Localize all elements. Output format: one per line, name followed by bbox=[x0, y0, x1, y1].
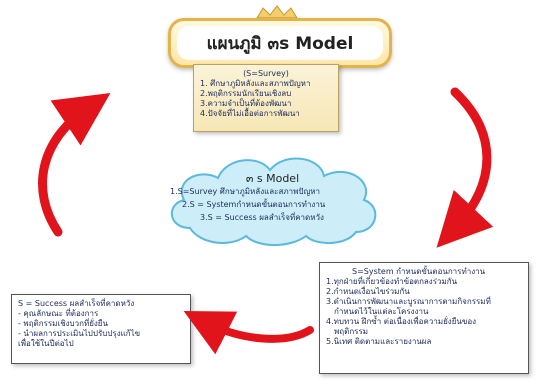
diagram-title: แผนภูมิ ๓s Model bbox=[177, 26, 383, 60]
success-item: - คุณลักษณะ ที่ต้องการ bbox=[18, 309, 99, 318]
survey-box: (S=Survey) 1. ศึกษาภูมิหลังและสภาพปัญหา … bbox=[193, 64, 339, 132]
cloud-line: 3.S = Success ผลสำเร็จที่คาดหวัง bbox=[200, 213, 324, 222]
cloud-shape bbox=[170, 157, 377, 246]
system-box: S=System กำหนดขั้นตอนการทำงาน 1.ทุกฝ่ายท… bbox=[319, 262, 529, 374]
system-item: 3.ดำเนินการพัฒนาและบูรณาการตามกิจกรรมที่ bbox=[326, 297, 491, 306]
title-banner: แผนภูมิ ๓s Model bbox=[168, 18, 392, 68]
survey-item: 4.ปัจจัยที่ไม่เอื้อต่อการพัฒนา bbox=[200, 109, 300, 118]
survey-item: 2.พฤติกรรมนักเรียนเชิงลบ bbox=[200, 89, 292, 98]
crown-ornament-icon bbox=[256, 5, 298, 19]
cloud-title: ๓ s Model bbox=[245, 172, 300, 185]
arrow-bottom-left bbox=[183, 311, 314, 355]
success-item: - พฤติกรรมเชิงบวกที่ยั่งยืน bbox=[18, 319, 108, 328]
system-item: 5.นิเทศ ติดตามและรายงานผล bbox=[326, 337, 432, 346]
system-item: 2.กำหนดเงื่อนไขร่วมกัน bbox=[326, 287, 410, 296]
survey-heading: (S=Survey) bbox=[243, 69, 289, 78]
success-box: S = Success ผลสำเร็จที่คาดหวัง - คุณลักษ… bbox=[11, 294, 191, 364]
system-item: พฤติกรรม bbox=[334, 327, 369, 336]
cloud-content: ๓ s Model 1.S=Survey ศึกษาภูมิหลังและสภา… bbox=[160, 172, 385, 224]
success-heading: S = Success ผลสำเร็จที่คาดหวัง bbox=[18, 299, 135, 308]
system-item: กำหนดไว้ในแต่ละโครงงาน bbox=[334, 307, 429, 316]
arrow-right-down bbox=[436, 87, 494, 248]
arrow-left-up bbox=[38, 93, 111, 237]
success-item: - นำผลการประเมินไปปรับปรุงแก้ไข bbox=[18, 329, 141, 338]
survey-item: 3.ความจำเป็นที่ต้องพัฒนา bbox=[200, 99, 292, 108]
system-heading: S=System กำหนดขั้นตอนการทำงาน bbox=[352, 267, 486, 276]
system-item: 4.ทบทวน ฝึกซ้ำ ต่อเนื่องเพื่อความยั่งยืน… bbox=[326, 317, 477, 326]
system-item: 1.ทุกฝ่ายที่เกี่ยวข้องทำข้อตกลงร่วมกัน bbox=[326, 277, 458, 286]
cloud-line: 1.S=Survey ศึกษาภูมิหลังและสภาพปัญหา bbox=[170, 187, 321, 196]
survey-item: 1. ศึกษาภูมิหลังและสภาพปัญหา bbox=[200, 79, 311, 88]
success-item: เพื่อใช้ในปีต่อไป bbox=[18, 339, 74, 348]
cloud-line: 2.S = Systemกำหนดขั้นตอนการทำงาน bbox=[182, 200, 326, 209]
